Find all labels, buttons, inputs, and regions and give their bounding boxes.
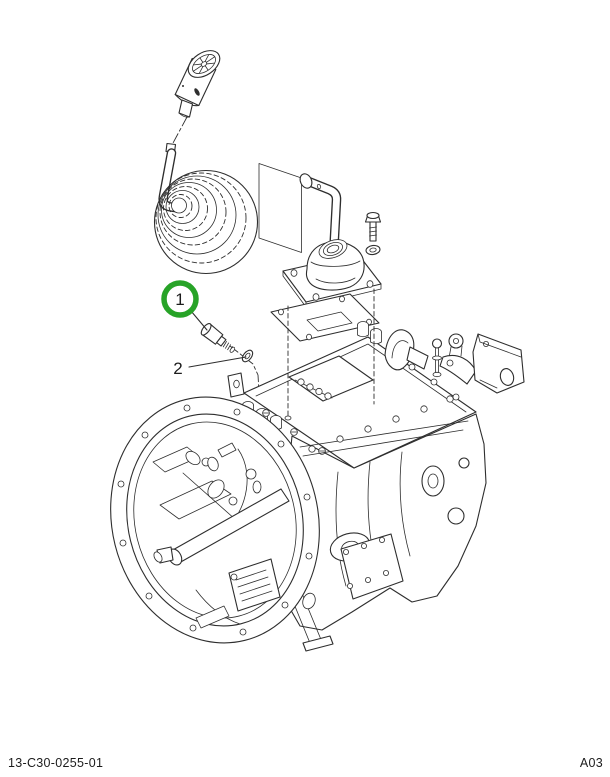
shift-lever	[158, 142, 184, 213]
part-centerline	[229, 345, 260, 393]
footer-doc-code: 13-C30-0255-01	[8, 756, 104, 770]
eyelet-tab	[448, 333, 464, 359]
callout-2-label[interactable]: 2	[173, 356, 247, 378]
bell-housing	[110, 396, 320, 644]
tower-boot-rings	[318, 239, 348, 259]
callout-1-highlight-ring	[161, 280, 199, 318]
projection-plane	[258, 163, 302, 253]
footer-page-code: A03	[579, 756, 603, 770]
part-1-plug	[200, 323, 236, 353]
tower-bolt	[364, 211, 382, 242]
assembly-lines	[284, 288, 375, 421]
tower-bolt-washer	[365, 244, 381, 256]
callout-1-balloon[interactable]: 1	[161, 280, 208, 331]
detent-pin	[431, 338, 443, 378]
callout-1-label: 1	[175, 290, 184, 309]
shift-lever-boot	[153, 169, 259, 275]
callout-2-text: 2	[173, 359, 182, 378]
shift-tower	[270, 173, 382, 342]
tower-gasket	[270, 293, 380, 342]
bell-housing-internals	[152, 442, 290, 629]
part-2-washer	[241, 349, 254, 363]
mounting-bracket	[439, 333, 525, 394]
shift-knob	[172, 50, 221, 144]
